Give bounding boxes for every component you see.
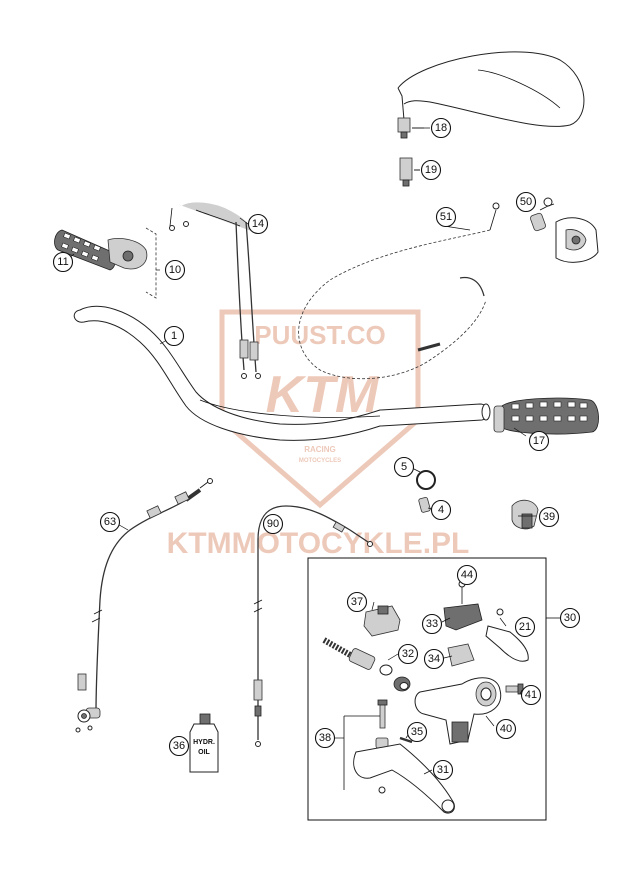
callout-51[interactable]: 51 — [435, 206, 457, 228]
callout-36-label: 36 — [173, 740, 185, 752]
callout-21[interactable]: 21 — [514, 616, 536, 638]
clutch-master-cylinder-parts[interactable] — [322, 580, 529, 814]
callout-4[interactable]: 4 — [430, 499, 452, 521]
watermark-tagline-1: RACING — [304, 445, 336, 454]
callout-5-label: 5 — [401, 461, 407, 473]
callout-44[interactable]: 44 — [456, 564, 478, 586]
clutch-line-part[interactable] — [75, 478, 213, 733]
callout-33-label: 33 — [426, 618, 438, 630]
clip-part[interactable] — [411, 467, 436, 490]
switch-part[interactable] — [530, 197, 599, 263]
callout-1[interactable]: 1 — [163, 325, 185, 347]
callout-14-label: 14 — [252, 218, 264, 230]
callout-39-label: 39 — [543, 511, 555, 523]
right-grip-part[interactable] — [493, 397, 599, 435]
callout-36[interactable]: 36 — [168, 735, 190, 757]
callout-17-label: 17 — [533, 435, 545, 447]
mirror-part[interactable] — [397, 51, 585, 139]
callout-18[interactable]: 18 — [430, 117, 452, 139]
callout-51-label: 51 — [440, 211, 452, 223]
callout-33[interactable]: 33 — [421, 613, 443, 635]
callout-19[interactable]: 19 — [420, 159, 442, 181]
callout-63[interactable]: 63 — [99, 511, 121, 533]
callout-50-label: 50 — [520, 196, 532, 208]
fitting-part-39[interactable] — [511, 499, 539, 530]
callout-21-label: 21 — [519, 621, 531, 633]
callout-40-label: 40 — [500, 723, 512, 735]
watermark: PUUST.CO KTM RACING MOTOCYCLES KTMMOTOCY… — [167, 309, 470, 560]
callout-63-label: 63 — [104, 516, 116, 528]
callout-90[interactable]: 90 — [262, 513, 284, 535]
callout-37[interactable]: 37 — [346, 591, 368, 613]
watermark-tagline-2: MOTOCYCLES — [299, 458, 341, 464]
callout-37-label: 37 — [351, 596, 363, 608]
callout-35-label: 35 — [411, 726, 423, 738]
callout-31-label: 31 — [437, 764, 449, 776]
callout-35[interactable]: 35 — [406, 721, 428, 743]
callout-4-label: 4 — [438, 504, 444, 516]
mirror-adapter-part[interactable] — [399, 157, 420, 187]
oil-bottle-label-1: HYDR. — [193, 739, 215, 746]
clutch-master-cylinder-box — [307, 557, 547, 821]
callout-11[interactable]: 11 — [52, 251, 74, 273]
callout-10[interactable]: 10 — [164, 259, 186, 281]
callout-38-label: 38 — [319, 732, 331, 744]
callout-1-label: 1 — [171, 330, 177, 342]
callout-5[interactable]: 5 — [393, 456, 415, 478]
oil-bottle-label-2: OIL — [198, 749, 210, 756]
callout-32[interactable]: 32 — [397, 643, 419, 665]
callout-30-label: 30 — [564, 612, 576, 624]
callout-32-label: 32 — [402, 648, 414, 660]
callout-10-label: 10 — [169, 264, 181, 276]
callout-34-label: 34 — [428, 653, 440, 665]
throttle-cables-part[interactable] — [169, 199, 261, 379]
watermark-url: KTMMOTOCYKLE.PL — [167, 527, 470, 560]
sleeve-part[interactable] — [418, 496, 437, 513]
callout-19-label: 19 — [425, 164, 437, 176]
callout-17[interactable]: 17 — [528, 430, 550, 452]
callout-31[interactable]: 31 — [432, 759, 454, 781]
callout-50[interactable]: 50 — [515, 191, 537, 213]
watermark-shield — [219, 309, 421, 509]
callout-34[interactable]: 34 — [423, 648, 445, 670]
callout-38[interactable]: 38 — [314, 727, 336, 749]
callout-14[interactable]: 14 — [247, 213, 269, 235]
callout-90-label: 90 — [267, 518, 279, 530]
callout-41[interactable]: 41 — [520, 684, 542, 706]
hydraulic-oil-bottle[interactable]: HYDR. OIL — [189, 713, 219, 773]
callout-30[interactable]: 30 — [559, 607, 581, 629]
callout-18-label: 18 — [435, 122, 447, 134]
callout-11-label: 11 — [57, 256, 68, 268]
watermark-brand: PUUST.CO — [254, 320, 385, 350]
callout-44-label: 44 — [461, 569, 473, 581]
throttle-housing-bracket — [145, 227, 157, 299]
left-grip-part[interactable] — [54, 229, 148, 271]
hot-start-cable-part[interactable] — [298, 202, 500, 380]
watermark-logo: KTM — [266, 366, 380, 424]
handlebar-part[interactable] — [73, 306, 491, 441]
callout-41-label: 41 — [525, 689, 537, 701]
callout-40[interactable]: 40 — [495, 718, 517, 740]
callout-39[interactable]: 39 — [538, 506, 560, 528]
cable-part-90[interactable] — [253, 505, 373, 747]
